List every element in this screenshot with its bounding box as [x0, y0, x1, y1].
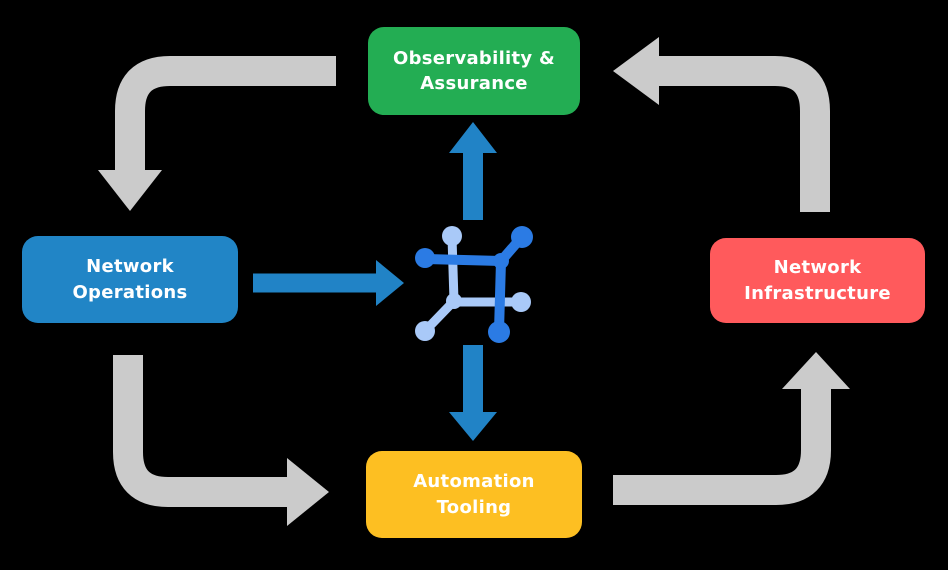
network-mesh-icon-dark-nodes: [415, 226, 533, 343]
cycle-arrow-infrastructure-to-observability: [613, 37, 830, 212]
cycle-arrow-automation-to-infrastructure: [613, 352, 850, 505]
node-observability-assurance-label: Observability & Assurance: [392, 47, 556, 94]
node-network-infrastructure-label: Network Infrastructure: [744, 257, 891, 304]
node-network-operations-label: Network Operations: [72, 256, 188, 303]
network-mesh-icon-light-nodes: [415, 226, 531, 341]
flow-arrow-operations-to-center: [253, 260, 404, 306]
flow-arrow-center-to-observability: [449, 122, 497, 220]
node-automation-tooling-label: Automation Tooling: [413, 471, 535, 518]
node-observability-assurance: Observability & Assurance: [368, 27, 580, 115]
node-network-operations: Network Operations: [22, 236, 238, 323]
cycle-arrow-observability-to-operations: [98, 56, 336, 211]
node-automation-tooling: Automation Tooling: [366, 451, 582, 538]
node-network-infrastructure: Network Infrastructure: [710, 238, 925, 323]
cycle-arrow-operations-to-automation: [113, 355, 329, 526]
network-mesh-icon: [415, 226, 533, 343]
flow-arrow-center-to-automation: [449, 345, 497, 441]
